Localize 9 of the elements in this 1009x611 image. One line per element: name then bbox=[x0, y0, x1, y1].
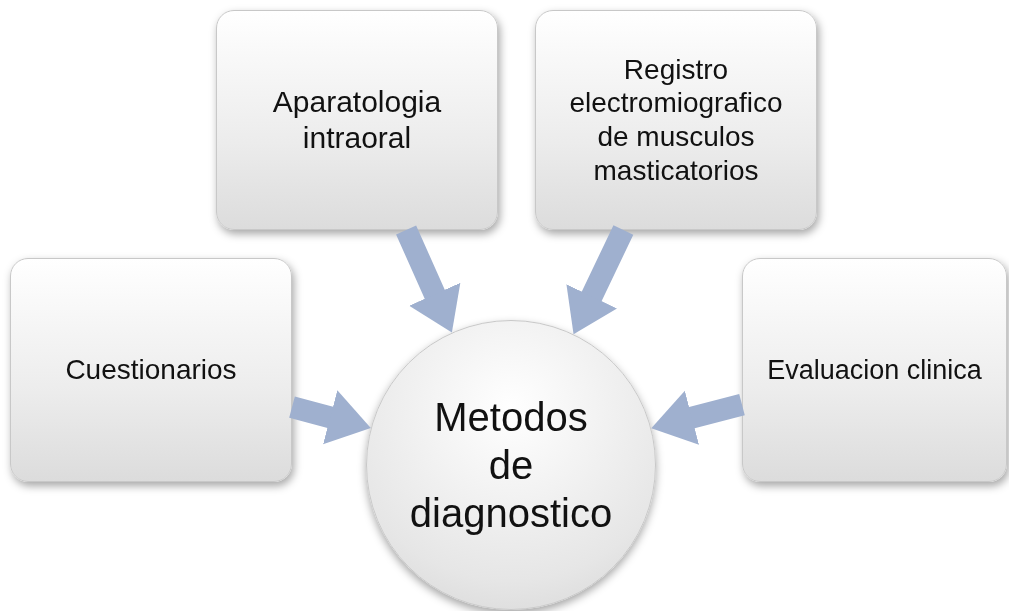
rounded-box bbox=[10, 258, 292, 482]
node-label: Cuestionarios bbox=[65, 353, 237, 387]
node-label: Evaluacion clinica bbox=[767, 353, 982, 387]
rounded-box bbox=[535, 10, 817, 230]
rounded-box bbox=[216, 10, 498, 230]
node-label: Metodos de diagnostico bbox=[409, 394, 613, 537]
rounded-box bbox=[742, 258, 1007, 482]
node-label: Aparatologia intraoral bbox=[271, 84, 443, 156]
node-label: Registro electromiografico de musculos masticatorios bbox=[568, 52, 784, 188]
